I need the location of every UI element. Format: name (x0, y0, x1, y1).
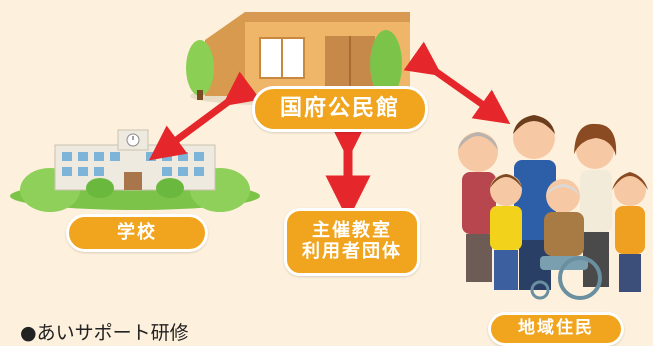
class-label-line2: 利用者団体 (302, 241, 402, 262)
class-label-line1: 主催教室 (312, 220, 392, 242)
class-group-label: 主催教室 利用者団体 (284, 208, 420, 276)
residents-label: 地域住民 (488, 312, 624, 346)
school-illustration (10, 129, 260, 212)
section-heading: ●あいサポート研修 (20, 322, 189, 344)
residents-label-text: 地域住民 (518, 318, 594, 339)
school-label-text: 学校 (117, 221, 157, 243)
kominkan-label-text: 国府公民館 (279, 96, 400, 122)
school-label: 学校 (66, 214, 208, 252)
residents-group-illustration (458, 115, 648, 300)
kominkan-label: 国府公民館 (252, 86, 428, 132)
double-arrow-icon (148, 41, 511, 221)
